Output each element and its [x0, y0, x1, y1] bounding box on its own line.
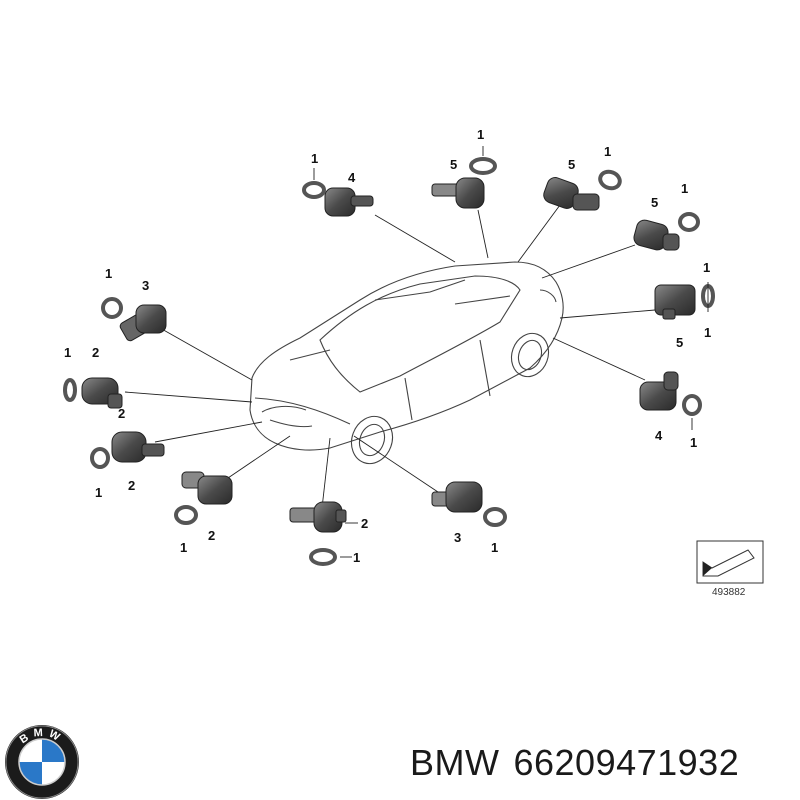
- callout-label: 2: [118, 406, 125, 421]
- sensor-bottom-center: [289, 501, 347, 533]
- rings: [63, 157, 715, 566]
- reference-number: 493882: [712, 587, 746, 598]
- sensor-bottom-left: [181, 471, 233, 505]
- callout-label: 5: [676, 335, 683, 350]
- callout-label: 2: [208, 528, 215, 543]
- sensors: [81, 177, 696, 533]
- callout-numbers: 1 4 1 5 5 1 5 1 1 3 1 2 1 2 1 2 2 1 3 1 …: [64, 127, 711, 565]
- sensor-left-middle: [81, 377, 123, 409]
- callout-label: 1: [64, 345, 71, 360]
- callout-label: 1: [311, 151, 318, 166]
- sensor-top-left: [324, 187, 374, 217]
- callout-label: 2: [361, 516, 368, 531]
- callout-label: 5: [651, 195, 658, 210]
- callout-label: 1: [704, 325, 711, 340]
- sensor-right-lower: [639, 371, 679, 411]
- bmw-logo-icon: BMW: [5, 725, 79, 799]
- callout-label: 1: [604, 144, 611, 159]
- leader-lines: [124, 204, 656, 509]
- callout-label: 1: [703, 260, 710, 275]
- car-outline: [249, 261, 564, 465]
- sensor-left-lower: [111, 431, 165, 463]
- callout-label: 4: [348, 170, 356, 185]
- callout-label: 5: [450, 157, 457, 172]
- callout-label: 2: [128, 478, 135, 493]
- callout-label: 1: [690, 435, 697, 450]
- sensor-bottom-right: [431, 481, 483, 513]
- callout-label: 3: [454, 530, 461, 545]
- reference-box: 493882: [696, 540, 764, 598]
- sensor-right-upper: [633, 219, 680, 251]
- part-number: 66209471932: [513, 742, 740, 783]
- callout-label: 1: [477, 127, 484, 142]
- callout-label: 5: [568, 157, 575, 172]
- callout-label: 1: [491, 540, 498, 555]
- parts-diagram: 1 4 1 5 5 1 5 1 1 3 1 2 1 2 1 2 2 1 3 1 …: [63, 127, 764, 598]
- callout-label: 1: [180, 540, 187, 555]
- sensor-top-center: [431, 177, 485, 209]
- callout-ticks: [313, 146, 709, 558]
- sensor-top-right: [543, 177, 600, 211]
- callout-label: 4: [655, 428, 663, 443]
- callout-label: 1: [105, 266, 112, 281]
- part-label: BMW 66209471932: [410, 742, 753, 784]
- callout-label: 1: [353, 550, 360, 565]
- sensor-right-middle: [654, 284, 696, 320]
- brand-name: BMW: [410, 742, 500, 783]
- callout-label: 1: [681, 181, 688, 196]
- callout-label: 2: [92, 345, 99, 360]
- callout-label: 1: [95, 485, 102, 500]
- callout-label: 3: [142, 278, 149, 293]
- sensor-left-upper: [119, 304, 167, 342]
